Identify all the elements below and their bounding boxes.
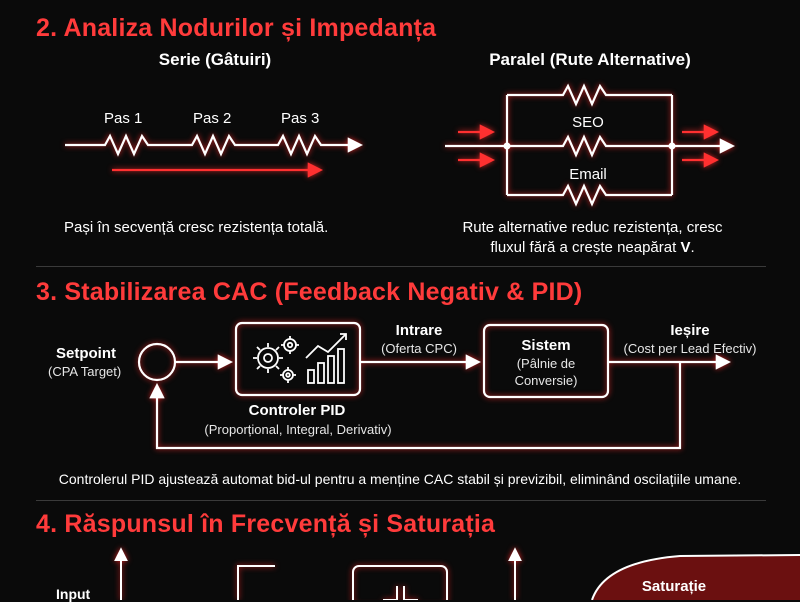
input-label: Intrare — [395, 322, 443, 339]
section3-title: 3. Stabilizarea CAC (Feedback Negativ & … — [36, 278, 583, 306]
parallel-flow-arrows — [458, 124, 720, 168]
step-signal — [237, 565, 275, 600]
resistor-seo-icon — [507, 134, 672, 158]
saturation-curve — [591, 554, 800, 600]
pid-caption: Controlerul PID ajustează automat bid-ul… — [58, 471, 742, 487]
pid-controller-box — [234, 321, 362, 397]
route-label-email: Email — [569, 166, 607, 183]
gear-icon — [253, 336, 299, 383]
input-sub: (Oferta CPC) — [381, 341, 457, 356]
output-label: Ieșire — [670, 322, 710, 339]
paralel-caption-line1: Rute alternative reduc rezistența, cresc — [462, 219, 723, 236]
serie-caption: Pași în secvență cresc rezistența totală… — [64, 219, 329, 236]
paralel-title: Paralel (Rute Alternative) — [489, 50, 691, 69]
summing-junction — [137, 342, 177, 382]
section2-title: 2. Analiza Nodurilor și Impedanța — [36, 14, 437, 42]
step-label-3: Pas 3 — [281, 110, 320, 127]
system-sub-2: Conversie) — [514, 373, 578, 388]
caption-bold-v: V — [680, 239, 691, 256]
system-label: Sistem — [521, 337, 571, 354]
step-label-2: Pas 2 — [193, 110, 232, 127]
step-label-1: Pas 1 — [104, 110, 143, 127]
section4-title: 4. Răspunsul în Frecvență și Saturația — [36, 510, 496, 538]
system-sub-1: (Pâlnie de — [516, 356, 576, 371]
series-wire — [65, 133, 364, 157]
pid-loop — [137, 321, 732, 450]
input-graph-label: Input — [56, 586, 91, 602]
capacitor-icon — [383, 586, 418, 600]
divider-1 — [36, 266, 766, 267]
frequency-response-graphics — [114, 547, 522, 600]
bar-chart-icon — [305, 333, 347, 384]
route-label-seo: SEO — [572, 114, 604, 131]
serie-title: Serie (Gâtuiri) — [158, 50, 272, 69]
output-sub: (Cost per Lead Efectiv) — [623, 341, 757, 356]
resistor-top-icon — [507, 83, 672, 107]
paralel-caption-line2: fluxul fără a crește neapărat V. — [490, 239, 695, 256]
divider-2 — [36, 500, 766, 501]
controller-label: Controler PID — [248, 402, 346, 419]
parallel-circuit — [445, 83, 736, 207]
feedback-path — [149, 362, 682, 450]
saturation-label: Saturație — [641, 578, 707, 595]
filter-box — [352, 565, 448, 600]
setpoint-label: Setpoint — [56, 345, 116, 362]
resistor-email-icon — [507, 183, 672, 207]
setpoint-sub: (CPA Target) — [48, 364, 122, 379]
saturation-area — [592, 555, 800, 600]
controller-sub: (Proporțional, Integral, Derivativ) — [204, 422, 392, 437]
series-circuit — [65, 133, 364, 157]
